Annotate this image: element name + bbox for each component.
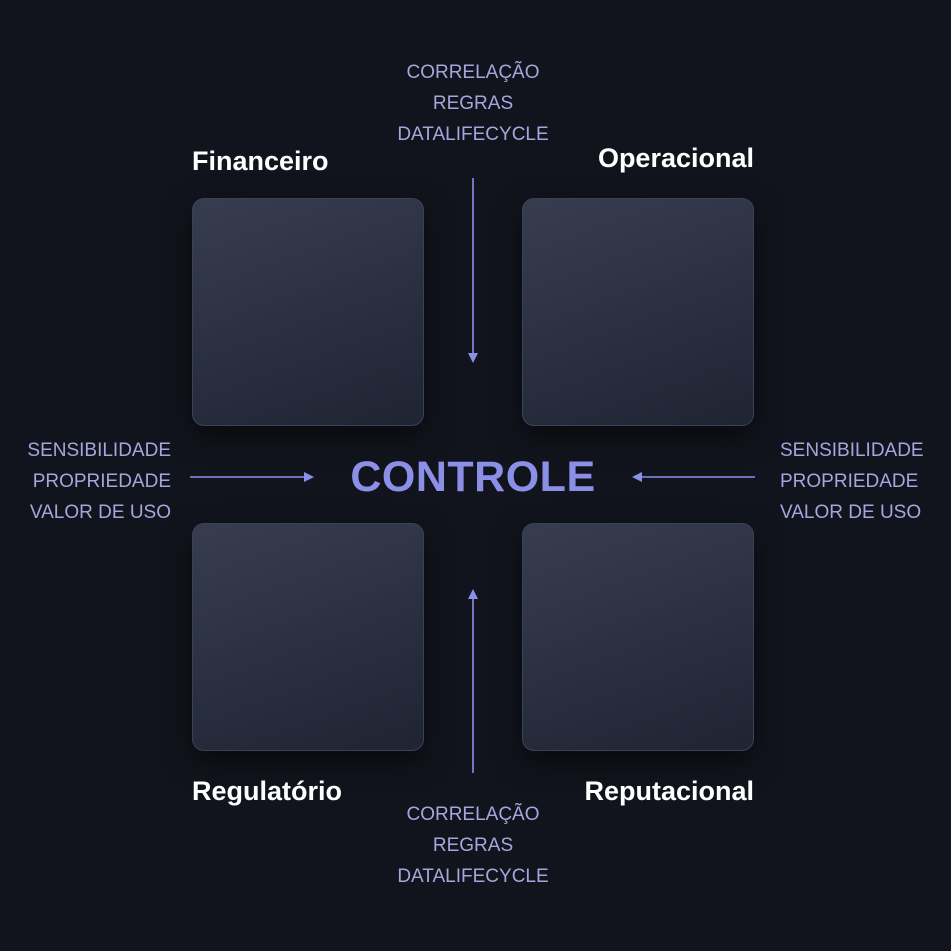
input-label: CORRELAÇÃO [406,62,540,83]
quadrant-box-reputacional [522,523,754,751]
input-labels-right: SENSIBILIDADE PROPRIEDADE VALOR DE USO [780,435,924,528]
input-label: SENSIBILIDADE [780,440,924,461]
input-label: REGRAS [432,93,514,114]
quadrant-box-operacional [522,198,754,426]
input-label: PROPRIEDADE [780,471,919,492]
quadrant-title-operacional: Operacional [597,143,754,173]
input-label: PROPRIEDADE [32,471,171,492]
quadrant-box-financeiro [192,198,424,426]
input-label: SENSIBILIDADE [27,440,171,461]
input-label: DATALIFECYCLE [397,124,549,145]
quadrant-title-reputacional: Reputacional [584,776,754,806]
quadrant-title-regulatorio: Regulatório [192,776,343,806]
quadrant-box-regulatorio [192,523,424,751]
arrow-down-icon [468,178,478,363]
input-labels-bottom: CORRELAÇÃO REGRAS DATALIFECYCLE [323,799,623,892]
arrow-up-icon [468,589,478,773]
input-labels-left: SENSIBILIDADE PROPRIEDADE VALOR DE USO [27,435,171,528]
input-labels-top: CORRELAÇÃO REGRAS DATALIFECYCLE [323,57,623,150]
input-label: VALOR DE USO [29,502,171,523]
arrow-right-icon [190,472,314,482]
quadrant-title-financeiro: Financeiro [192,146,329,176]
input-label: REGRAS [432,835,514,856]
input-label: CORRELAÇÃO [406,804,540,825]
input-label: VALOR DE USO [780,502,922,523]
center-label-controle: CONTROLE [350,453,596,501]
arrow-left-icon [632,472,755,482]
input-label: DATALIFECYCLE [397,866,549,887]
